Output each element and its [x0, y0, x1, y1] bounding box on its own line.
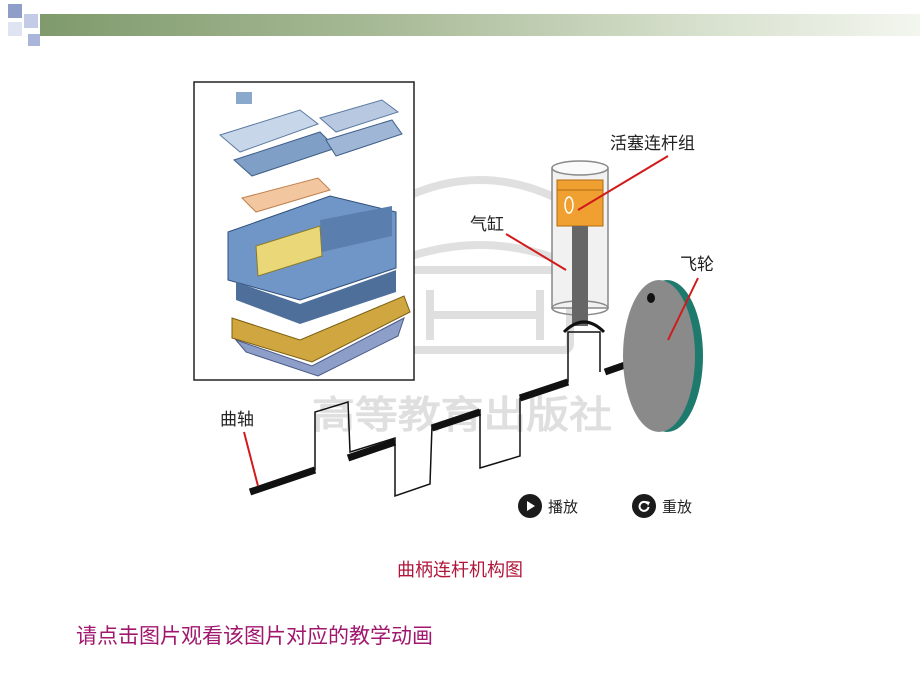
play-button-label: 播放: [548, 497, 579, 516]
corner-square-3: [8, 22, 22, 36]
label-flywheel: 飞轮: [680, 255, 714, 275]
label-piston-group: 活塞连杆组: [610, 134, 695, 154]
replay-icon: [632, 494, 656, 518]
header-gradient-bar: [40, 14, 920, 36]
piston: [556, 179, 604, 326]
label-crankshaft: 曲轴: [220, 410, 254, 430]
corner-square-4: [28, 34, 40, 46]
instruction-text: 请点击图片观看该图片对应的教学动画: [76, 624, 433, 648]
corner-square-2: [24, 14, 38, 28]
flywheel: [623, 280, 703, 432]
corner-square-1: [8, 4, 22, 18]
figure-caption: 曲柄连杆机构图: [397, 560, 523, 581]
watermark-seal: [391, 176, 574, 354]
replay-button[interactable]: 重放: [632, 494, 692, 518]
engine-exploded-view: [193, 81, 415, 381]
replay-button-label: 重放: [662, 497, 693, 516]
label-cylinder: 气缸: [470, 215, 504, 235]
play-icon: [518, 494, 542, 518]
leader-lines: [243, 155, 699, 487]
header-decoration: [0, 0, 920, 56]
play-button[interactable]: 播放: [518, 494, 578, 518]
